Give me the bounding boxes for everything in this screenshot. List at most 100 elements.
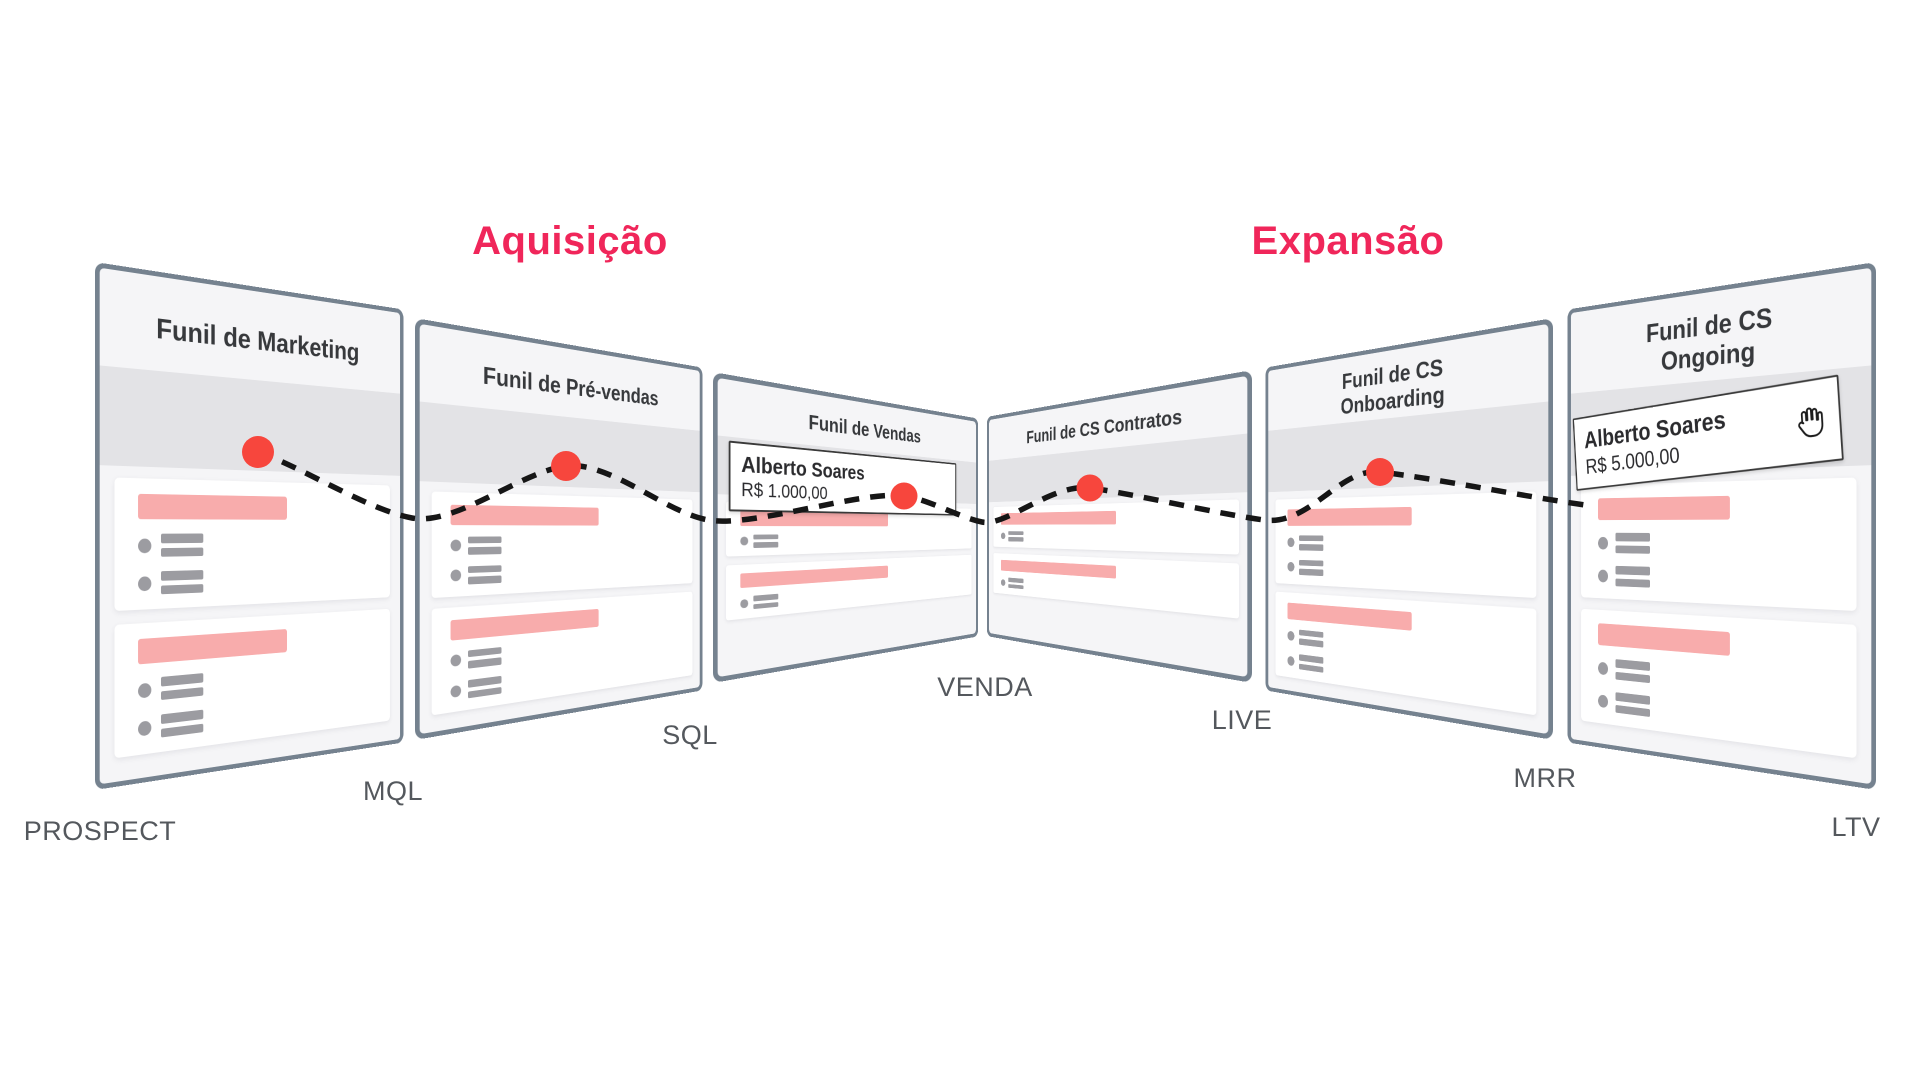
milestone-ltv: LTV: [1831, 812, 1881, 842]
panel-funil-de-cs-onboarding: Funil de CS Onboarding: [1265, 318, 1553, 740]
bullet-icon: [740, 599, 748, 609]
kanban-card: [431, 491, 693, 599]
deal-card-text: Alberto Soares R$ 1.000,00: [741, 452, 864, 506]
text-lines: [1615, 565, 1651, 588]
text-lines: [1008, 530, 1024, 542]
bullet-icon: [1000, 579, 1006, 586]
bullet-icon: [450, 569, 461, 582]
grab-hand-cursor-icon: [1791, 400, 1828, 443]
card-title-bar: [1287, 602, 1413, 631]
text-lines: [468, 536, 502, 555]
panel-card-list: [431, 491, 693, 716]
card-title-bar: [138, 493, 288, 520]
panel-body: Funil de CS Contratos: [989, 376, 1248, 677]
text-lines: [468, 565, 502, 585]
bullet-icon: [1000, 532, 1006, 540]
text-lines: [1299, 629, 1324, 648]
panel-body: Funil de Pré-vendas: [419, 324, 700, 734]
text-lines: [1299, 654, 1324, 673]
panel-card-list: [114, 477, 390, 759]
milestone-mrr: MRR: [1513, 763, 1577, 793]
bullet-icon: [1598, 693, 1609, 708]
panel-title: Funil de CS Ongoing: [1646, 301, 1773, 377]
bullet-icon: [138, 538, 152, 553]
card-title-bar: [1287, 506, 1413, 526]
panel-funil-de-pre-vendas: Funil de Pré-vendas: [415, 318, 703, 740]
bullet-icon: [450, 684, 461, 698]
bullet-icon: [1598, 661, 1609, 675]
kanban-card: [1581, 608, 1857, 759]
panel-body: Funil de Vendas Alberto Soares R$ 1.000,…: [717, 378, 976, 677]
kanban-card: [114, 608, 390, 759]
milestone-live: LIVE: [1211, 705, 1273, 735]
bullet-icon: [1598, 536, 1609, 550]
card-list-line: [1598, 532, 1842, 558]
text-lines: [160, 533, 204, 557]
kanban-card: [1275, 491, 1537, 599]
bullet-icon: [138, 575, 152, 591]
card-title-bar: [138, 629, 288, 665]
bullet-icon: [138, 682, 152, 699]
text-lines: [753, 533, 778, 548]
text-lines: [160, 673, 204, 701]
milestone-venda: VENDA: [937, 672, 1033, 702]
card-title-bar: [1598, 495, 1731, 521]
milestone-mql: MQL: [362, 776, 424, 806]
kanban-card: [993, 499, 1239, 556]
bullet-icon: [450, 539, 461, 552]
text-lines: [1299, 535, 1324, 551]
text-lines: [160, 709, 204, 738]
card-title-bar: [1598, 623, 1731, 656]
text-lines: [753, 594, 778, 610]
panel-title: Funil de Pré-vendas: [482, 360, 659, 411]
kanban-card: [1275, 591, 1537, 716]
kanban-card: [993, 552, 1239, 619]
card-list-line: [740, 532, 967, 548]
panel-funil-de-vendas: Funil de Vendas Alberto Soares R$ 1.000,…: [713, 372, 979, 683]
bullet-icon: [1598, 569, 1609, 583]
text-lines: [1615, 692, 1651, 718]
deal-card-text: Alberto Soares R$ 5.000,00: [1583, 404, 1728, 479]
panel-funil-de-cs-ongoing: Funil de CS Ongoing Alberto Soares R$ 5.…: [1567, 262, 1876, 790]
card-list-line: [1287, 535, 1525, 555]
bullet-icon: [1287, 537, 1295, 548]
card-list-line: [138, 533, 379, 558]
panel-funil-de-cs-contratos: Funil de CS Contratos: [986, 370, 1252, 683]
card-title-bar: [740, 565, 889, 589]
text-lines: [1615, 532, 1651, 554]
text-lines: [160, 570, 204, 595]
bullet-icon: [1287, 562, 1295, 572]
panel-card-list: [1275, 491, 1537, 716]
card-list-line: [1598, 565, 1842, 595]
card-title-bar: [450, 504, 599, 526]
card-list-line: [1000, 530, 1230, 546]
panel-title: Funil de Marketing: [156, 312, 360, 367]
card-title-bar: [1000, 559, 1117, 579]
panel-card-list: [993, 499, 1239, 619]
panel-body: Funil de CS Onboarding: [1268, 324, 1549, 734]
panel-body: Funil de Marketing: [99, 268, 401, 785]
section-label-expansion: Expansão: [1251, 219, 1445, 263]
text-lines: [468, 675, 502, 699]
kanban-card: [1581, 477, 1857, 612]
text-lines: [468, 646, 502, 669]
milestone-prospect: PROSPECT: [23, 816, 177, 846]
card-title-bar: [450, 608, 599, 641]
kanban-card: [431, 591, 693, 716]
panel-card-list: [726, 501, 972, 621]
panel-body: Funil de CS Ongoing Alberto Soares R$ 5.…: [1570, 268, 1872, 785]
text-lines: [1615, 659, 1651, 684]
bullet-icon: [1287, 655, 1295, 666]
panel-funil-de-marketing: Funil de Marketing: [95, 262, 404, 790]
panel-title: Funil de CS Contratos: [1026, 404, 1183, 448]
card-list-line: [450, 559, 685, 585]
card-list-line: [138, 565, 379, 595]
bullet-icon: [1287, 630, 1295, 642]
card-list-line: [1000, 577, 1230, 609]
kanban-card: [726, 554, 972, 621]
bullet-icon: [740, 536, 748, 546]
bullet-icon: [450, 654, 461, 668]
milestone-sql: SQL: [662, 720, 718, 750]
panel-title: Funil de Vendas: [808, 410, 921, 447]
